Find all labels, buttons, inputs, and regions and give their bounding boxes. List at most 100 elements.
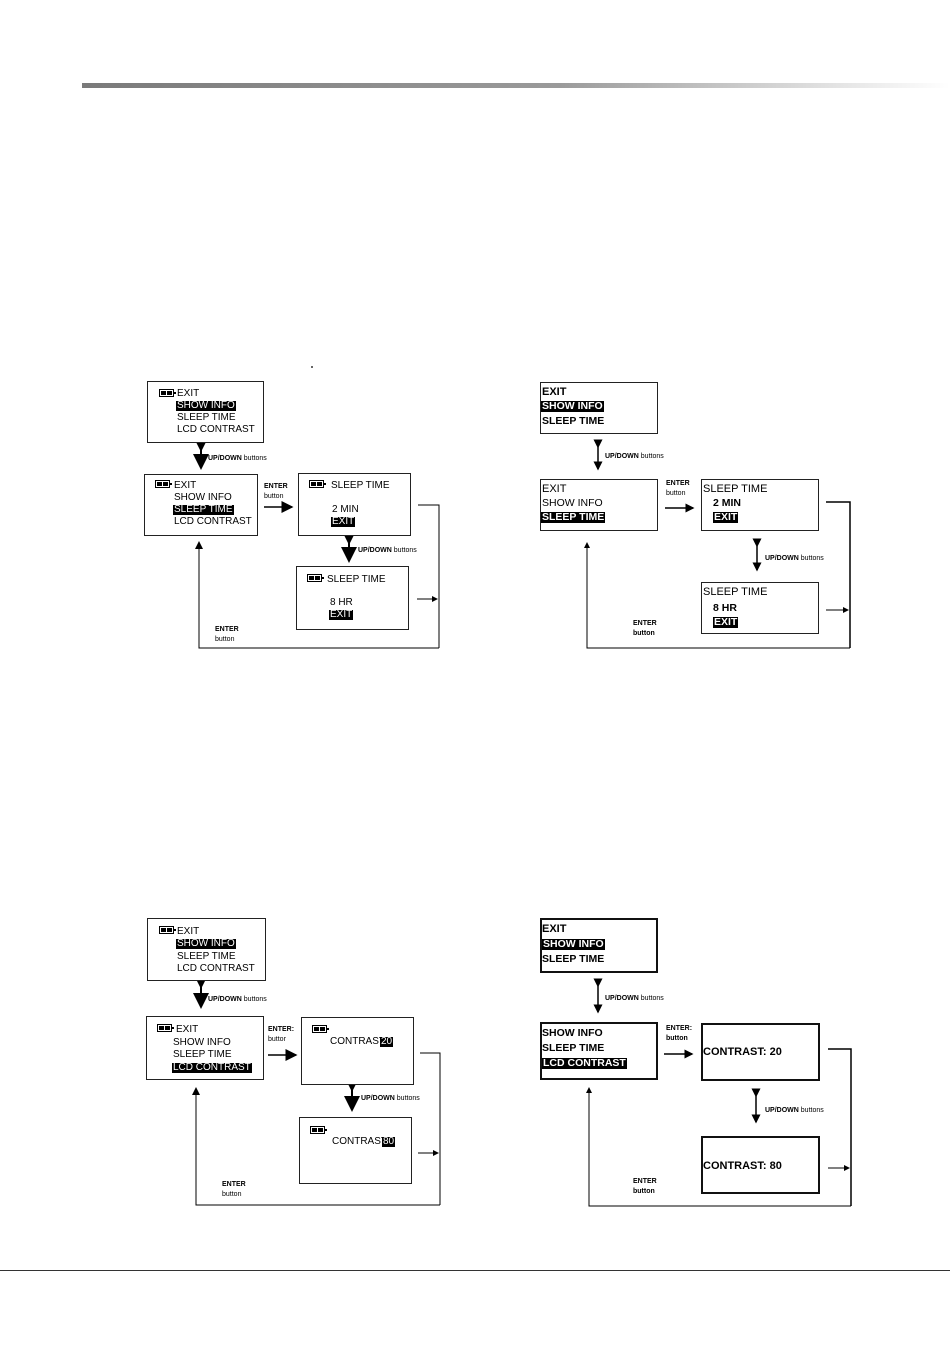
menu-sleep-time: SLEEP TIME <box>542 953 605 965</box>
q4-contrast-80-screen: CONTRAST: 80 <box>701 1136 820 1194</box>
menu-sleep-time: SLEEP TIME <box>177 412 236 423</box>
menu-show-info: SHOW INFO <box>542 938 605 950</box>
q2-return-loop <box>584 542 850 649</box>
q2-updown-label: UP/DOWN buttons <box>605 453 664 460</box>
q2-menu-screen: EXIT SHOW INFO SLEEP TIME <box>540 382 658 434</box>
q1-updown-label: UP/DOWN buttons <box>208 455 267 462</box>
footer-rule <box>0 1270 950 1271</box>
q1-right-loop <box>418 504 440 648</box>
menu-sleep-time: SLEEP TIME <box>173 504 234 515</box>
q2-right-loop <box>826 501 851 648</box>
sleep-exit: EXIT <box>329 609 354 620</box>
menu-show-info: SHOW INFO <box>542 497 603 509</box>
sleep-title: SLEEP TIME <box>703 586 768 598</box>
menu-exit: EXIT <box>174 480 197 491</box>
q2-sleep-2min-screen: SLEEP TIME 2 MIN EXIT <box>701 479 819 531</box>
contrast-value: 80 <box>382 1136 396 1147</box>
contrast-value: 20 <box>380 1036 394 1047</box>
menu-lcd-contrast: LCD CONTRAST <box>177 424 255 435</box>
menu-show-info: SHOW INFO <box>542 1027 603 1039</box>
header-rule <box>82 83 950 88</box>
q3-menu-screen: EXIT SHOW INFO SLEEP TIME LCD CONTRAST <box>147 918 266 981</box>
q3-contrast-menu-screen: EXIT SHOW INFO SLEEP TIME LCD CONTRAST <box>146 1016 264 1080</box>
menu-show-info: SHOW INFO <box>541 400 604 412</box>
contrast-label: CONTRAST: <box>332 1136 389 1147</box>
menu-sleep-time: SLEEP TIME <box>177 951 236 962</box>
sleep-exit: EXIT <box>331 516 356 527</box>
menu-lcd-contrast: LCD CONTRAST <box>174 516 252 527</box>
battery-icon <box>157 1024 174 1032</box>
q4-right-loop <box>828 1048 852 1206</box>
q1-sleep-8hr-screen: SLEEP TIME 8 HR EXIT <box>296 566 409 630</box>
contrast-value: CONTRAST: 80 <box>703 1160 782 1172</box>
sleep-title: SLEEP TIME <box>703 483 768 495</box>
menu-show-info: SHOW INFO <box>174 492 232 503</box>
menu-show-info: SHOW INFO <box>176 400 236 411</box>
menu-exit: EXIT <box>542 386 567 398</box>
sleep-value: 8 HR <box>330 597 353 608</box>
q3-return-loop <box>192 1087 440 1206</box>
battery-icon <box>307 574 324 582</box>
menu-show-info: SHOW INFO <box>176 938 236 949</box>
q4-contrast-20-screen: CONTRAST: 20 <box>701 1023 820 1081</box>
contrast-value: CONTRAST: 20 <box>703 1046 782 1058</box>
menu-exit: EXIT <box>542 483 567 495</box>
q4-enter-label: ENTER:button <box>666 1025 693 1042</box>
sleep-title: SLEEP TIME <box>327 574 386 585</box>
menu-exit: EXIT <box>177 926 200 937</box>
battery-icon <box>155 480 172 488</box>
q4-connectors <box>586 978 852 1207</box>
q2-updown-label-2: UP/DOWN buttons <box>765 555 824 562</box>
q1-sleep-2min-screen: SLEEP TIME 2 MIN EXIT <box>298 473 411 536</box>
q2-sleep-menu-screen: EXIT SHOW INFO SLEEP TIME <box>540 479 658 531</box>
q3-right-loop <box>420 1052 441 1205</box>
menu-exit: EXIT <box>542 923 567 935</box>
q2-sleep-8hr-screen: SLEEP TIME 8 HR EXIT <box>701 582 819 634</box>
sleep-value: 8 HR <box>713 602 737 614</box>
stray-dot <box>311 366 313 368</box>
menu-sleep-time: SLEEP TIME <box>541 511 606 523</box>
menu-lcd-contrast: LCD CONTRAST <box>172 1062 252 1073</box>
q4-updown-label-2: UP/DOWN buttons <box>765 1107 824 1114</box>
q3-contrast-20-screen: CONTRAST: 20 <box>301 1017 414 1085</box>
q3-connectors <box>192 973 441 1206</box>
sleep-exit: EXIT <box>713 511 739 523</box>
menu-exit: EXIT <box>176 1024 199 1035</box>
q3-contrast-80-screen: CONTRAST: 80 <box>299 1117 412 1184</box>
battery-icon <box>159 389 176 397</box>
q1-menu-screen: EXIT SHOW INFO SLEEP TIME LCD CONTRAST <box>147 381 264 443</box>
q3-updown-label: UP/DOWN buttons <box>208 996 267 1003</box>
q1-sleep-menu-screen: EXIT SHOW INFO SLEEP TIME LCD CONTRAST <box>144 474 258 536</box>
menu-show-info: SHOW INFO <box>173 1037 231 1048</box>
sleep-value: 2 MIN <box>713 497 742 509</box>
sleep-value: 2 MIN <box>332 504 359 515</box>
q4-contrast-menu-screen: SHOW INFO SLEEP TIME LCD CONTRAST <box>540 1022 658 1080</box>
menu-sleep-time: SLEEP TIME <box>542 1042 605 1054</box>
menu-sleep-time: SLEEP TIME <box>542 415 605 427</box>
battery-icon <box>309 480 326 488</box>
menu-lcd-contrast: LCD CONTRAST <box>542 1057 627 1069</box>
menu-sleep-time: SLEEP TIME <box>173 1049 232 1060</box>
q4-updown-label: UP/DOWN buttons <box>605 995 664 1002</box>
battery-icon <box>310 1126 327 1134</box>
q4-menu-screen: EXIT SHOW INFO SLEEP TIME <box>540 918 658 973</box>
q1-return-loop <box>195 541 439 649</box>
q3-updown-label-2: UP/DOWN buttons <box>361 1095 420 1102</box>
q1-updown-label-2: UP/DOWN buttons <box>358 547 417 554</box>
q3-enter-label: ENTER:buttor <box>268 1026 295 1043</box>
sleep-exit: EXIT <box>713 616 739 628</box>
contrast-label: CONTRAST: <box>330 1036 387 1047</box>
q2-connectors <box>584 439 851 649</box>
q1-connectors <box>193 436 440 649</box>
q4-return-loop <box>586 1087 851 1207</box>
battery-icon <box>159 926 176 934</box>
sleep-title: SLEEP TIME <box>331 480 390 491</box>
menu-lcd-contrast: LCD CONTRAST <box>177 963 255 974</box>
